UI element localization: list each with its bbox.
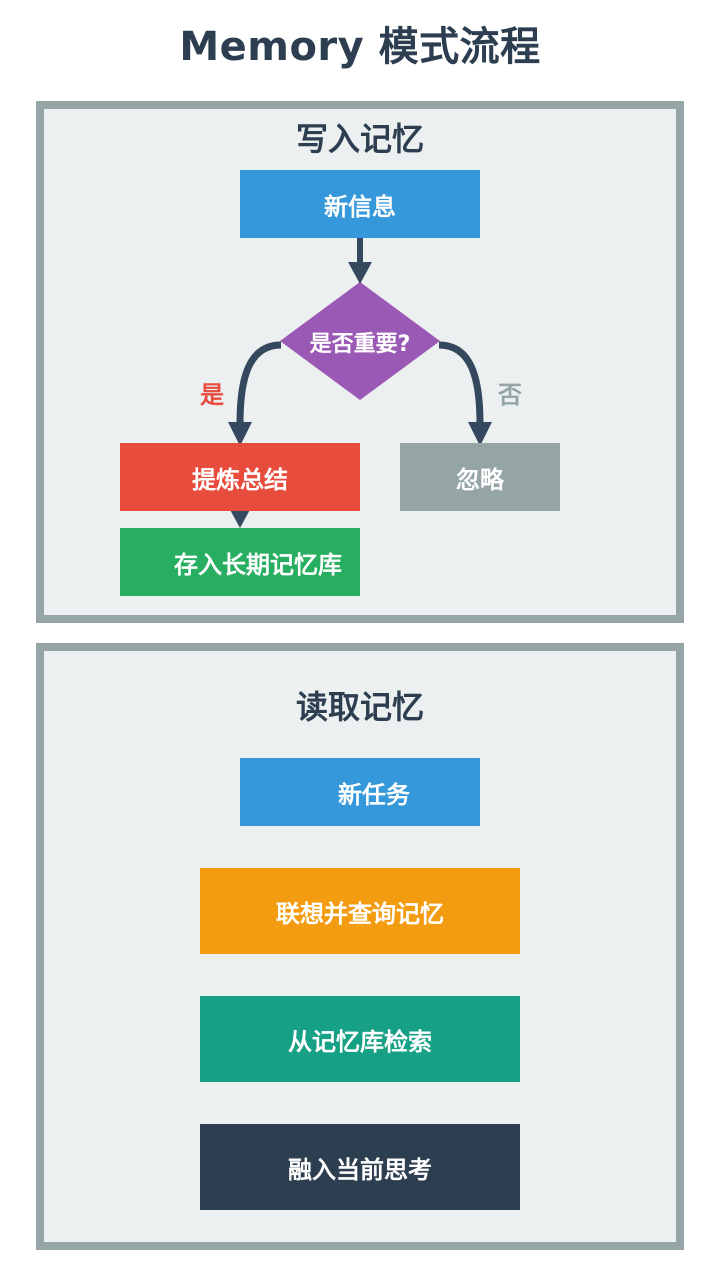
retrieve-node: 从记忆库检索 xyxy=(200,996,520,1082)
integrate-node: 融入当前思考 xyxy=(200,1124,520,1210)
summarize-node: 提炼总结 xyxy=(120,443,360,511)
decision-label: 是否重要? xyxy=(309,332,411,357)
page-title: Memory 模式流程 xyxy=(179,24,541,70)
write-memory-title: 写入记忆 xyxy=(295,120,424,158)
no-label: 否 xyxy=(498,381,522,409)
associate-query-node: 联想并查询记忆 xyxy=(200,868,520,954)
ignore-node: 忽略 xyxy=(400,443,560,511)
new-task-node: 新任务 xyxy=(240,758,480,826)
new-info-node: 新信息 xyxy=(240,170,480,238)
read-memory-title: 读取记忆 xyxy=(295,688,424,726)
yes-label: 是 xyxy=(200,381,224,409)
store-memory-node: 存入长期记忆库 xyxy=(120,528,360,596)
